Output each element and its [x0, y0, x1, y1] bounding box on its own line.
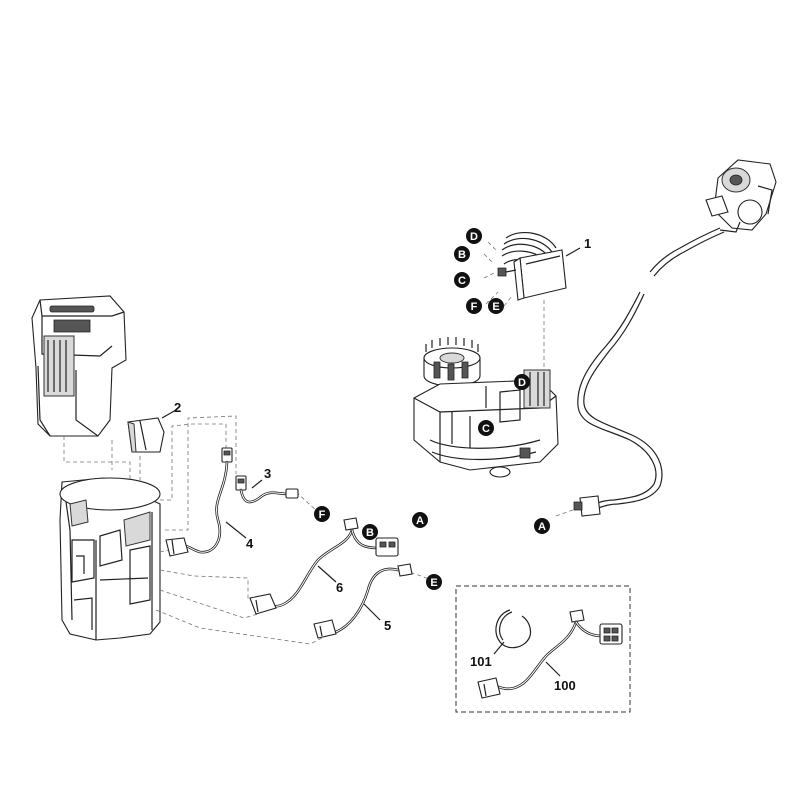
- part-label-100: 100: [554, 678, 576, 693]
- svg-text:B: B: [366, 527, 374, 539]
- part-5-harness: [314, 564, 412, 638]
- callout-A-harness: A: [412, 512, 428, 528]
- callout-markers: D B C F E D C F: [314, 228, 550, 590]
- callout-D-gearbox: D: [514, 374, 530, 390]
- callout-A-tool: A: [534, 518, 550, 534]
- svg-text:D: D: [518, 377, 526, 389]
- svg-text:F: F: [319, 509, 326, 521]
- part-3-cable: [236, 476, 298, 502]
- tool-cable: [574, 228, 724, 516]
- callout-D-module: D: [466, 228, 482, 244]
- tool-head: [706, 160, 776, 232]
- part-label-6: 6: [336, 580, 343, 595]
- callout-E-module: E: [488, 298, 504, 314]
- svg-text:E: E: [430, 577, 437, 589]
- part-101-ring: [494, 610, 531, 654]
- svg-text:A: A: [416, 515, 424, 527]
- part-label-2: 2: [174, 400, 181, 415]
- callout-F-module: F: [466, 298, 482, 314]
- callout-B-harness: B: [362, 524, 378, 540]
- svg-text:C: C: [458, 275, 466, 287]
- svg-text:F: F: [471, 301, 478, 313]
- motor-gearbox: [414, 337, 558, 477]
- part-label-3: 3: [264, 466, 271, 481]
- svg-text:E: E: [492, 301, 499, 313]
- callout-C-gearbox: C: [478, 420, 494, 436]
- part-100-harness: [478, 610, 622, 698]
- svg-text:D: D: [470, 231, 478, 243]
- svg-text:C: C: [482, 423, 490, 435]
- part-label-4: 4: [246, 536, 254, 551]
- part-6-harness: [250, 518, 398, 614]
- svg-text:B: B: [458, 249, 466, 261]
- part-1-module: [498, 233, 580, 300]
- battery-housing: [60, 478, 160, 640]
- callout-E-harness: E: [426, 574, 442, 590]
- part-number-labels: 1 2 3 4 5 6 100 101: [174, 236, 591, 693]
- callout-F-cable: F: [314, 506, 330, 522]
- callout-B-module: B: [454, 246, 470, 262]
- part-label-101: 101: [470, 654, 492, 669]
- part-2-cover: [128, 410, 176, 452]
- svg-text:A: A: [538, 521, 546, 533]
- battery-pack: [32, 296, 126, 436]
- callout-C-module: C: [454, 272, 470, 288]
- part-4-cable: [166, 448, 246, 556]
- part-label-5: 5: [384, 618, 391, 633]
- part-label-1: 1: [584, 236, 591, 251]
- kit-box: [455, 585, 631, 713]
- gear-teeth: [426, 337, 478, 352]
- leader-lines: [63, 241, 585, 645]
